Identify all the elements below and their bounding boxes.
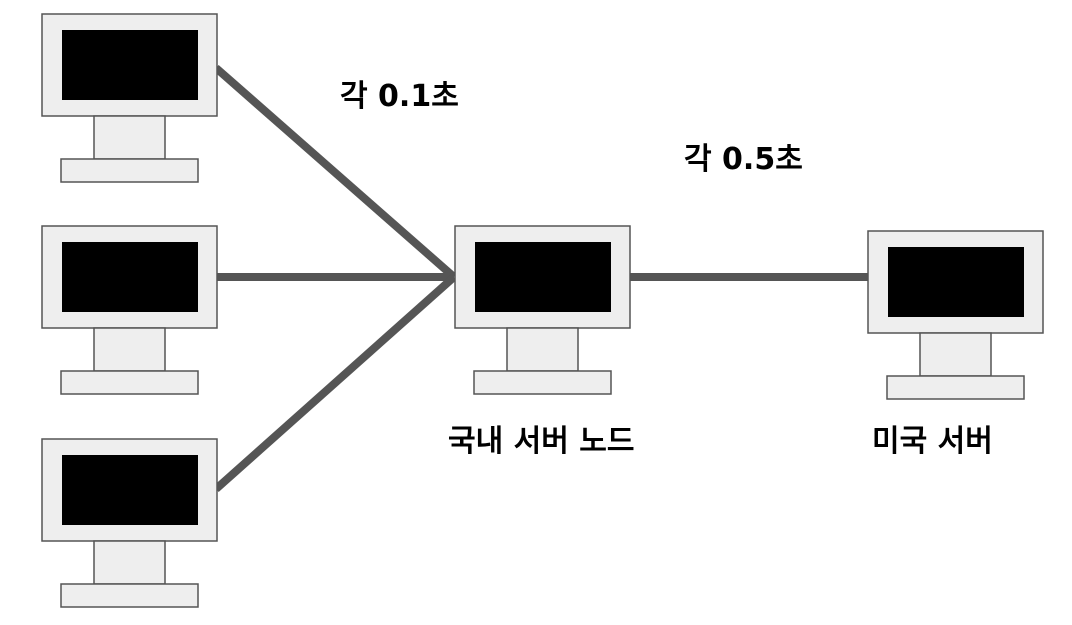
local-server-node-label: 국내 서버 노드 — [448, 424, 635, 459]
computer-monitor-icon — [41, 225, 218, 395]
us-server-label: 미국 서버 — [872, 424, 993, 459]
remote-link-latency-label: 각 0.5초 — [684, 142, 803, 177]
computer-monitor-icon — [41, 438, 218, 608]
computer-monitor-icon — [41, 13, 218, 183]
local-link-latency-label: 각 0.1초 — [340, 79, 459, 114]
link-client-3-to-local-node — [213, 274, 457, 492]
computer-monitor-icon — [454, 225, 631, 395]
computer-monitor-icon — [867, 230, 1044, 400]
links — [213, 64, 868, 492]
link-client-1-to-local-node — [213, 64, 457, 281]
